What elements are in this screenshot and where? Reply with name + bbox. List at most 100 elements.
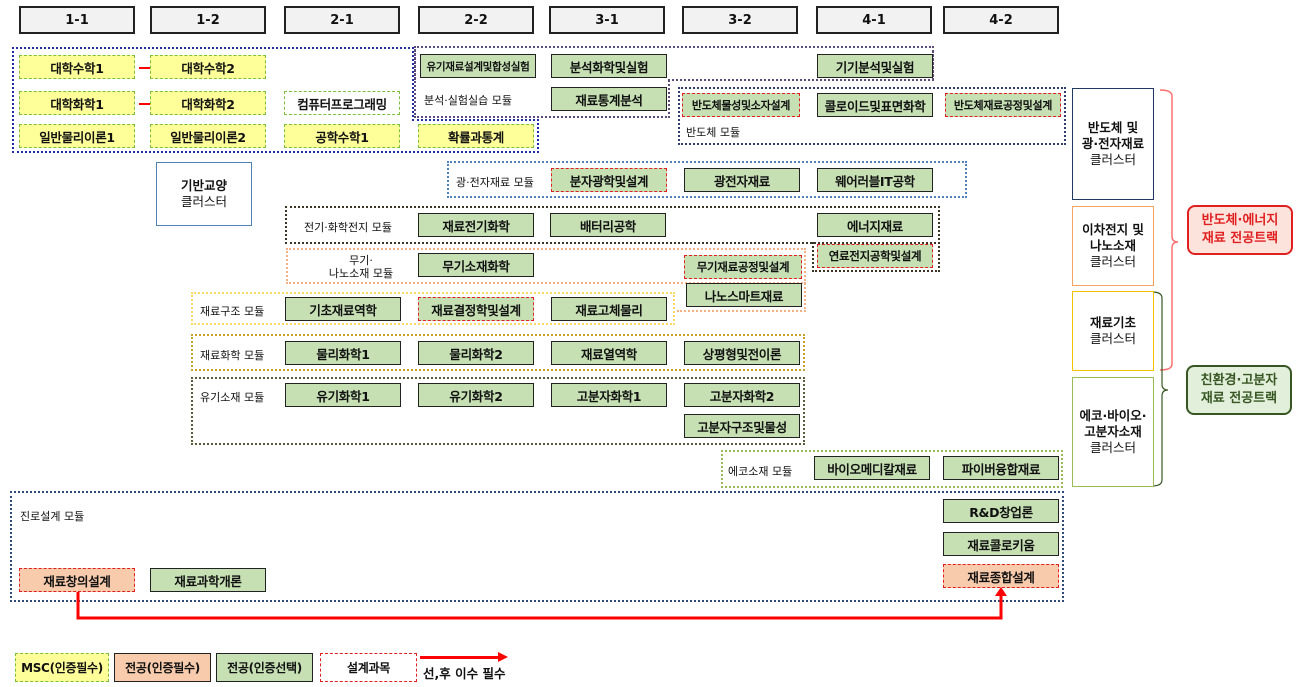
course-polychem2[interactable]: 고분자화학2: [684, 383, 800, 407]
semester-header-3-1: 3-1: [549, 6, 665, 34]
chemistry-module-label: 재료화학 모듈: [200, 349, 265, 362]
cluster-eco-line3: 클러스터: [1089, 440, 1136, 455]
cluster-battery-line2: 나노소재: [1089, 238, 1136, 253]
electrochemical-module-border-step: [812, 242, 814, 272]
inorganic-module-label-line1: 무기·: [349, 254, 373, 267]
course-semi-process[interactable]: 반도체재료공정및설계: [945, 93, 1061, 117]
course-ochem1[interactable]: 유기화학1: [285, 383, 401, 407]
course-math1[interactable]: 대학수학1: [19, 55, 135, 79]
course-pchem2[interactable]: 물리화학2: [418, 341, 534, 365]
course-analytic-lab[interactable]: 분석화학및실험: [551, 54, 667, 78]
analysis-module-border-mid: [668, 79, 934, 81]
cluster-semi-line3: 클러스터: [1089, 152, 1136, 167]
course-nanosmart[interactable]: 나노스마트재료: [686, 283, 802, 307]
track-semi-energy-line2: 재료 전공트랙: [1201, 231, 1279, 246]
cluster-basic-line2: 클러스터: [180, 194, 227, 209]
course-engmath1[interactable]: 공학수학1: [284, 124, 400, 148]
course-inorganic-process[interactable]: 무기재료공정및설계: [684, 255, 802, 279]
course-polychem1[interactable]: 고분자화학1: [551, 383, 667, 407]
semester-header-4-2: 4-2: [943, 6, 1059, 34]
inorganic-module-box: [286, 248, 806, 284]
electrochemical-module-box: [285, 206, 940, 244]
electrochemical-module-border-right: [938, 206, 940, 272]
track-semi-energy: 반도체·에너지 재료 전공트랙: [1187, 205, 1293, 255]
course-math2[interactable]: 대학수학2: [150, 55, 266, 79]
career-module-box: [10, 491, 1064, 602]
cluster-battery-line3: 클러스터: [1089, 254, 1136, 269]
course-phys2[interactable]: 일반물리이론2: [150, 124, 266, 148]
course-thermo[interactable]: 재료열역학: [551, 341, 667, 365]
semester-header-3-2: 3-2: [682, 6, 798, 34]
semester-header-1-2: 1-2: [150, 6, 266, 34]
basic-module-border-left: [12, 47, 14, 153]
track-semi-energy-line1: 반도체·에너지: [1201, 213, 1279, 228]
analysis-module-border-step: [668, 80, 670, 118]
chemistry-module-box: [191, 334, 805, 371]
basic-module-border-step: [412, 119, 539, 121]
basic-module-border-right: [537, 119, 539, 153]
analysis-module-label: 분석·실험실습 모듈: [424, 94, 512, 107]
course-phase[interactable]: 상평형및전이론: [684, 341, 800, 365]
semester-header-4-1: 4-1: [816, 6, 932, 34]
course-optoelec[interactable]: 광전자재료: [684, 168, 800, 192]
inorganic-module-border-right: [804, 248, 806, 312]
cluster-semi-line1: 반도체 및: [1087, 120, 1139, 135]
course-battery[interactable]: 배터리공학: [550, 213, 666, 237]
cluster-eco-line1: 에코·바이오·: [1079, 408, 1147, 423]
course-polystruct[interactable]: 고분자구조및물성: [684, 414, 800, 438]
course-chem1[interactable]: 대학화학1: [19, 91, 135, 115]
course-probstat[interactable]: 확률과통계: [418, 124, 534, 148]
organic-module-label: 유기소재 모듈: [200, 391, 265, 404]
course-intro[interactable]: 재료과학개론: [150, 568, 266, 592]
course-colloid[interactable]: 콜로이드및표면화학: [817, 93, 933, 117]
analysis-module-border-left: [414, 46, 416, 118]
legend-prereq-label: 선,후 이수 필수: [423, 666, 506, 681]
cluster-semi: 반도체 및 광·전자재료 클러스터: [1072, 88, 1154, 200]
legend-msc: MSC(인증필수): [15, 653, 109, 682]
course-wearable[interactable]: 웨어러블IT공학: [817, 168, 933, 192]
course-electrochem[interactable]: 재료전기화학: [418, 213, 534, 237]
course-energy[interactable]: 에너지재료: [817, 213, 933, 237]
course-creative[interactable]: 재료창의설계: [19, 568, 135, 592]
course-colloquium[interactable]: 재료콜로키움: [943, 532, 1059, 556]
course-solid-phys[interactable]: 재료고체물리: [551, 297, 667, 321]
cluster-foundation: 재료기초 클러스터: [1072, 291, 1154, 371]
semester-header-2-1: 2-1: [284, 6, 400, 34]
optoelectronic-module-box: [447, 161, 967, 198]
legend-design: 설계과목: [320, 653, 417, 682]
track-eco-polymer: 친환경·고분자 재료 전공트랙: [1186, 365, 1292, 415]
cluster-foundation-line2: 클러스터: [1089, 331, 1136, 346]
structure-module-label: 재료구조 모듈: [200, 305, 265, 318]
inorganic-module-label-line2: 나노소재 모듈: [328, 267, 394, 280]
inorganic-module-label: 무기· 나노소재 모듈: [326, 254, 396, 280]
structure-module-box: [191, 292, 675, 325]
course-organic-lab[interactable]: 유기재료설계및합성실험: [420, 54, 536, 78]
inorganic-module-border-bottom2: [677, 310, 806, 312]
analysis-module-border-right: [932, 46, 934, 81]
course-stat-analysis[interactable]: 재료통계분석: [551, 87, 667, 111]
semester-header-1-1: 1-1: [19, 6, 135, 34]
course-fiber[interactable]: 파이버융합재료: [943, 456, 1059, 480]
course-phys1[interactable]: 일반물리이론1: [19, 124, 135, 148]
track-eco-polymer-line2: 재료 전공트랙: [1200, 391, 1278, 406]
course-fuelcell[interactable]: 연료전지공학및설계: [817, 244, 933, 268]
cluster-basic: 기반교양 클러스터: [156, 162, 252, 226]
semester-header-2-2: 2-2: [418, 6, 534, 34]
course-rnd[interactable]: R&D창업론: [943, 499, 1059, 523]
optoelectronic-module-label: 광·전자재료 모듈: [456, 176, 534, 189]
course-pchem1[interactable]: 물리화학1: [285, 341, 401, 365]
course-crystal[interactable]: 재료결정학및설계: [418, 297, 534, 321]
cluster-eco: 에코·바이오· 고분자소재 클러스터: [1072, 377, 1154, 487]
course-instrument-lab[interactable]: 기기분석및실험: [817, 54, 933, 78]
career-module-label: 진로설계 모듈: [20, 510, 85, 523]
course-chem2[interactable]: 대학화학2: [150, 91, 266, 115]
course-inorganic[interactable]: 무기소재화학: [418, 253, 534, 277]
course-programming[interactable]: 컴퓨터프로그래밍: [284, 91, 400, 115]
course-biomed[interactable]: 바이오메디칼재료: [814, 456, 930, 480]
course-mol-optics[interactable]: 분자광학및설계: [551, 168, 667, 192]
course-semi-device[interactable]: 반도체물성및소자설계: [682, 93, 800, 117]
semiconductor-module-box: [678, 87, 1066, 145]
course-mechanics[interactable]: 기초재료역학: [285, 297, 401, 321]
course-ochem2[interactable]: 유기화학2: [418, 383, 534, 407]
